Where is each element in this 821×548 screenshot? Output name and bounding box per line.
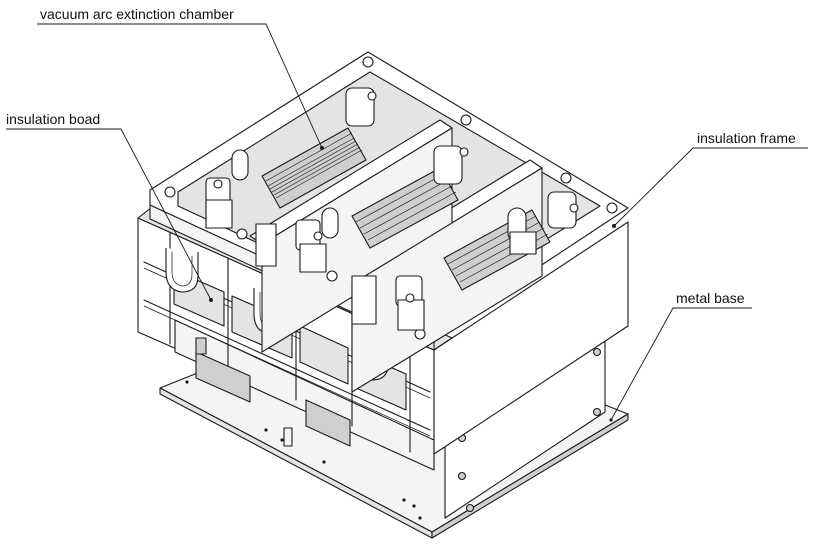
leader-vacuum-chamber bbox=[37, 23, 323, 149]
labels: vacuum arc extinction chamber insulation… bbox=[6, 6, 796, 306]
label-vacuum-arc-extinction-chamber: vacuum arc extinction chamber bbox=[40, 6, 234, 22]
label-metal-base: metal base bbox=[676, 290, 745, 306]
vacuum-chamber-right bbox=[351, 191, 579, 331]
vacuum-chamber-middle bbox=[255, 145, 469, 273]
label-insulation-board: insulation boad bbox=[6, 111, 100, 127]
leader-metal-base bbox=[610, 307, 752, 421]
leader-lines bbox=[6, 23, 808, 421]
leader-insulation-frame bbox=[613, 147, 808, 227]
vacuum-chamber-left bbox=[205, 87, 377, 229]
leader-insulation-board bbox=[6, 128, 212, 301]
label-insulation-frame: insulation frame bbox=[697, 130, 796, 146]
